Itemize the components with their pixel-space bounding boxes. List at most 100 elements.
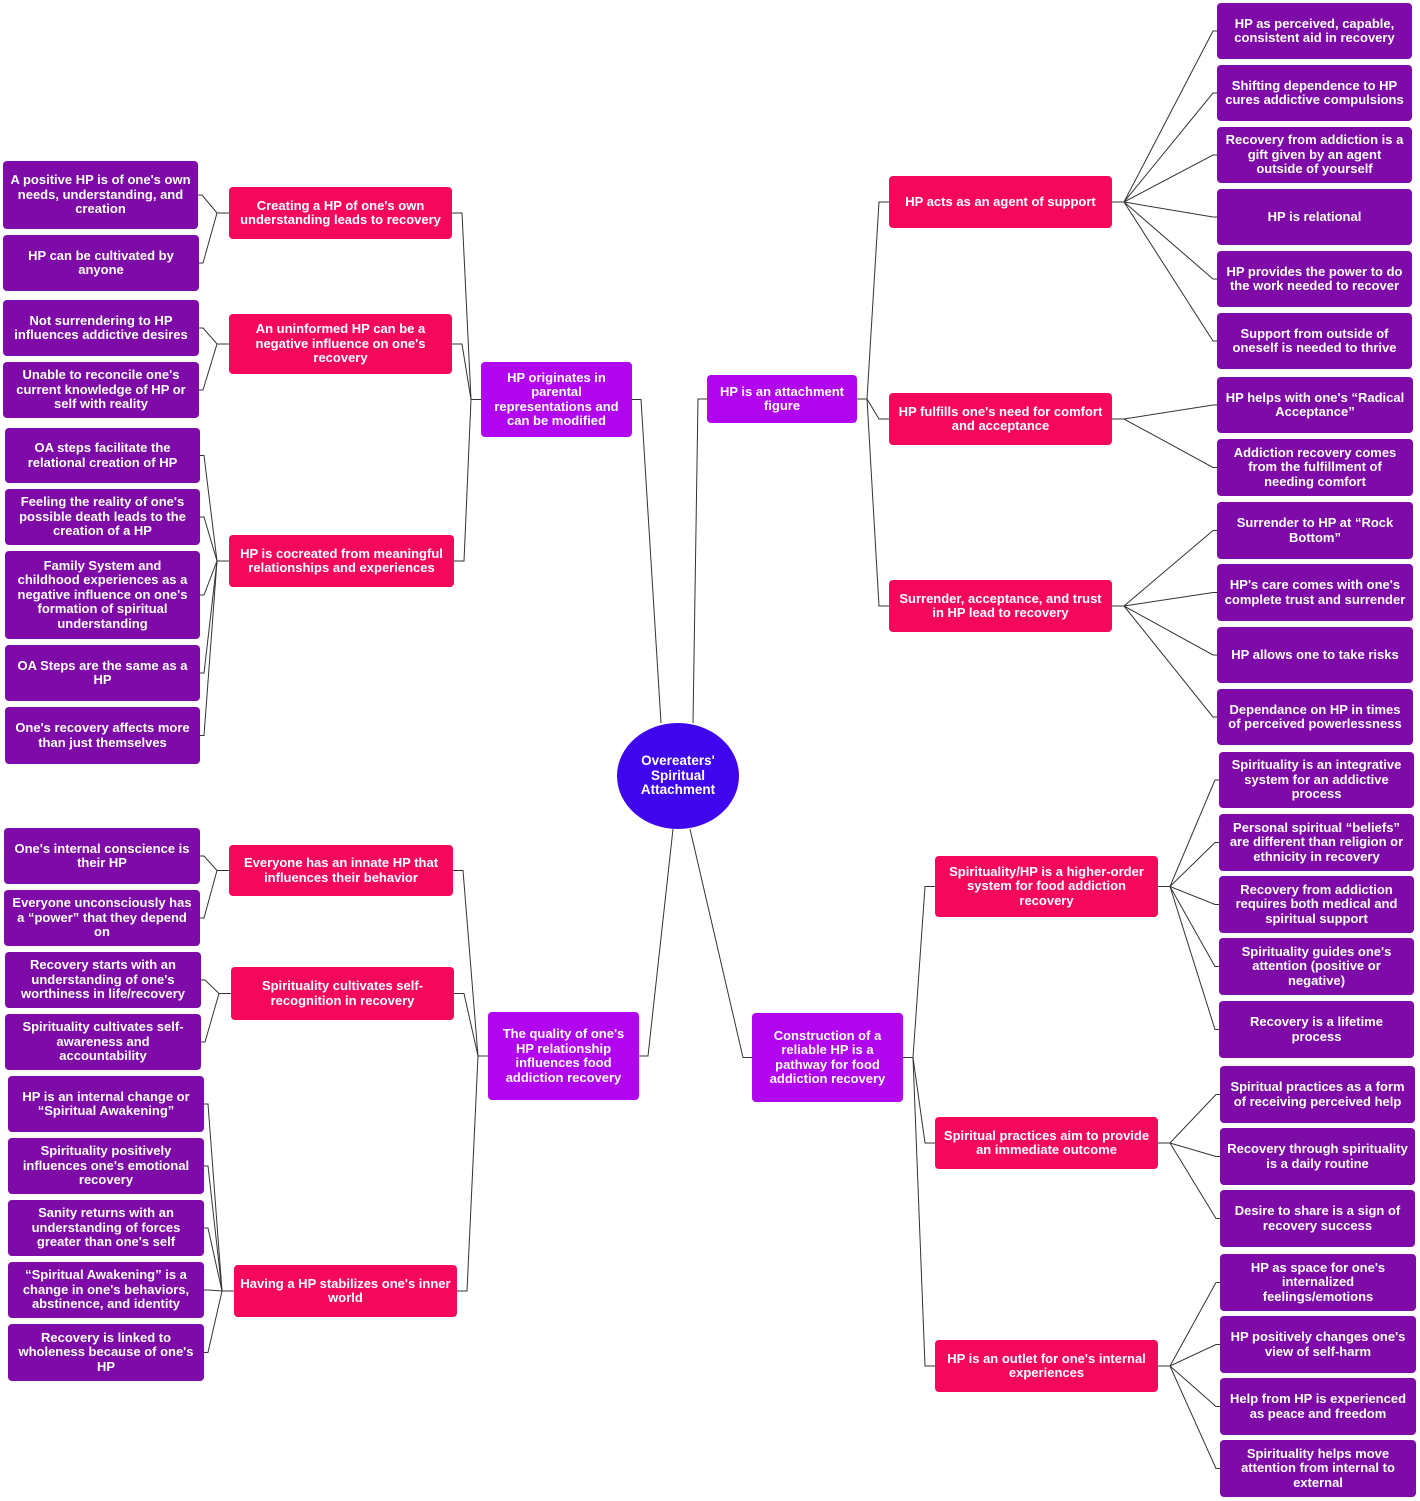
code-node-label: Recovery starts with an understanding of… [20, 957, 185, 1002]
code-node: Spirituality positively influences one's… [8, 1138, 204, 1194]
code-node-label: HP positively changes one's view of self… [1230, 1329, 1406, 1359]
subtheme-node-label: Everyone has an innate HP that influence… [243, 855, 439, 885]
theme-to-subtheme-line [857, 398, 889, 420]
theme-to-subtheme-line [857, 201, 889, 400]
subtheme-node-label: Having a HP stabilizes one's inner world [240, 1275, 451, 1305]
theme-to-subtheme-line [454, 993, 488, 1057]
subtheme-node: HP acts as an agent of support [889, 176, 1112, 228]
code-node-label: HP as perceived, capable, consistent aid… [1234, 15, 1395, 45]
code-node: Personal spiritual “beliefs” are differe… [1219, 814, 1414, 871]
subtheme-to-code-line [1158, 1365, 1220, 1469]
subtheme-to-code-line [1158, 1142, 1220, 1157]
subtheme-to-code-line [1158, 1094, 1220, 1144]
code-node: Recovery from addiction requires both me… [1219, 876, 1414, 933]
code-node-label: Recovery through spirituality is a daily… [1227, 1141, 1408, 1171]
code-node: HP as perceived, capable, consistent aid… [1217, 3, 1412, 59]
code-node: Family System and childhood experiences … [5, 551, 200, 639]
code-node-label: Unable to reconcile one's current knowle… [16, 367, 186, 412]
subtheme-to-code-line [1158, 842, 1219, 887]
subtheme-to-code-line [1158, 886, 1219, 905]
code-node-label: Surrender to HP at “Rock Bottom” [1236, 515, 1394, 545]
theme-to-subtheme-line [457, 1055, 488, 1292]
subtheme-node-label: An uninformed HP can be a negative influ… [255, 321, 426, 366]
theme-node-label: Construction of a reliable HP is a pathw… [769, 1027, 886, 1086]
subtheme-node-label: HP acts as an agent of support [905, 193, 1096, 209]
code-node-label: Family System and childhood experiences … [17, 557, 188, 631]
subtheme-to-code-line [1112, 592, 1217, 607]
theme-to-subtheme-line [453, 870, 488, 1057]
code-node-label: Recovery is linked to wholeness because … [18, 1329, 194, 1374]
subtheme-node: Spirituality/HP is a higher-order system… [935, 856, 1158, 917]
subtheme-to-code-line [198, 194, 229, 214]
center-to-theme-line [632, 399, 662, 724]
code-node: One's recovery affects more than just th… [5, 707, 200, 764]
subtheme-to-code-line [201, 979, 231, 994]
code-node-label: Spirituality cultivates self-awareness a… [22, 1019, 184, 1064]
subtheme-to-code-line [199, 343, 229, 391]
code-node: Everyone unconsciously has a “power” tha… [4, 890, 200, 946]
code-node: HP as space for one's internalized feeli… [1220, 1254, 1416, 1311]
theme-to-subtheme-line [903, 1057, 935, 1367]
code-node-label: Spirituality is an integrative system fo… [1231, 757, 1402, 802]
code-node-label: Recovery from addiction requires both me… [1235, 881, 1398, 926]
code-node: Spirituality cultivates self-awareness a… [5, 1014, 201, 1070]
code-node: Recovery starts with an understanding of… [5, 952, 201, 1008]
code-node-label: HP as space for one's internalized feeli… [1250, 1259, 1386, 1304]
subtheme-node-label: HP is cocreated from meaningful relation… [240, 545, 443, 575]
center-to-theme-line [692, 398, 707, 724]
subtheme-node: HP is an outlet for one's internal exper… [935, 1340, 1158, 1392]
code-node: Surrender to HP at “Rock Bottom” [1217, 502, 1413, 559]
code-node: Unable to reconcile one's current knowle… [3, 362, 199, 418]
code-node: HP allows one to take risks [1217, 627, 1413, 683]
subtheme-to-code-line [1112, 201, 1217, 218]
code-node: Desire to share is a sign of recovery su… [1220, 1190, 1415, 1247]
code-node-label: One's internal conscience is their HP [14, 840, 190, 870]
code-node: Not surrendering to HP influences addict… [3, 300, 199, 356]
code-node: HP positively changes one's view of self… [1220, 1316, 1416, 1373]
subtheme-node: Creating a HP of one's own understanding… [229, 187, 452, 239]
subtheme-node-label: Spirituality cultivates self-recognition… [261, 978, 424, 1008]
subtheme-node: HP fulfills one's need for comfort and a… [889, 393, 1112, 445]
code-node-label: Spirituality positively influences one's… [22, 1143, 190, 1188]
theme-node-label: HP originates in parental representation… [494, 369, 619, 428]
code-node-label: Personal spiritual “beliefs” are differe… [1229, 819, 1404, 864]
subtheme-to-code-line [1112, 201, 1217, 280]
subtheme-to-code-line [1158, 886, 1219, 967]
code-node: OA steps facilitate the relational creat… [5, 428, 200, 483]
code-node-label: Help from HP is experienced as peace and… [1229, 1391, 1407, 1421]
code-node: Feeling the reality of one's possible de… [5, 489, 200, 545]
theme-node: Construction of a reliable HP is a pathw… [752, 1013, 903, 1102]
subtheme-node: An uninformed HP can be a negative influ… [229, 314, 452, 374]
theme-to-subtheme-line [857, 398, 889, 607]
subtheme-node-label: HP fulfills one's need for comfort and a… [898, 403, 1103, 433]
theme-node-label: HP is an attachment figure [719, 383, 845, 413]
code-node-label: Desire to share is a sign of recovery su… [1234, 1203, 1401, 1233]
subtheme-to-code-line [1158, 1282, 1220, 1367]
subtheme-to-code-line [1112, 30, 1217, 203]
code-node-label: Support from outside of oneself is neede… [1232, 325, 1397, 355]
theme-to-subtheme-line [452, 343, 481, 400]
code-node-label: HP's care comes with one's complete trus… [1224, 577, 1406, 607]
code-node-label: A positive HP is of one's own needs, und… [10, 172, 191, 217]
code-node: Spirituality is an integrative system fo… [1219, 752, 1414, 808]
subtheme-to-code-line [1112, 605, 1217, 656]
theme-to-subtheme-line [903, 886, 935, 1058]
subtheme-node: HP is cocreated from meaningful relation… [229, 535, 454, 587]
code-node-label: Spirituality guides one's attention (pos… [1241, 943, 1392, 988]
subtheme-node: Everyone has an innate HP that influence… [229, 845, 453, 896]
subtheme-to-code-line [200, 455, 229, 562]
subtheme-to-code-line [200, 855, 229, 871]
subtheme-node-label: Creating a HP of one's own understanding… [240, 197, 441, 227]
subtheme-node-label: Surrender, acceptance, and trust in HP l… [899, 590, 1102, 620]
subtheme-to-code-line [1112, 201, 1217, 342]
theme-to-subtheme-line [454, 399, 481, 562]
subtheme-to-code-line [1112, 404, 1217, 420]
code-node: Recovery is a lifetime process [1219, 1001, 1414, 1058]
code-node: Addiction recovery comes from the fulfil… [1217, 439, 1413, 496]
code-node: A positive HP is of one's own needs, und… [3, 161, 198, 229]
code-node: Spiritual practices as a form of receivi… [1220, 1066, 1415, 1123]
center-to-theme-line [639, 828, 674, 1057]
code-node: HP can be cultivated by anyone [3, 235, 199, 291]
subtheme-node-label: Spirituality/HP is a higher-order system… [949, 863, 1144, 908]
